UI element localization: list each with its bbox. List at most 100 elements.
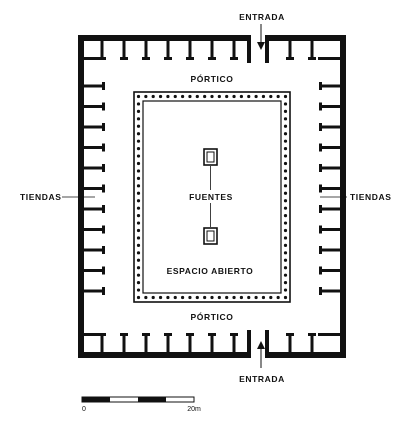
shop-partition-top — [166, 35, 170, 59]
shop-partition-top — [310, 35, 314, 59]
wall-top-right — [269, 35, 346, 41]
shop-partition-right-foot — [319, 123, 322, 131]
shop-partition-bottom — [232, 334, 236, 358]
entrance-top-arrow — [257, 24, 265, 50]
label-portico-bottom: PÓRTICO — [191, 311, 234, 322]
label-shops-left: TIENDAS — [20, 192, 62, 202]
column — [136, 273, 141, 277]
column — [144, 94, 148, 99]
column — [136, 199, 141, 203]
column — [136, 221, 141, 225]
jamb-bottom-left — [247, 330, 251, 358]
shop-partition-right-foot — [319, 246, 322, 254]
shop-partition-left-foot — [102, 123, 105, 131]
shop-partition-left — [78, 166, 104, 170]
column — [254, 295, 258, 300]
shop-partition-bottom-foot — [164, 333, 172, 336]
shop-partition-left — [78, 125, 104, 129]
shop-partition-left — [78, 269, 104, 272]
column — [225, 94, 229, 99]
column — [136, 184, 141, 188]
shop-partition-left-foot — [102, 246, 105, 254]
wall-right — [340, 35, 346, 358]
label-open-space: ESPACIO ABIERTO — [167, 266, 254, 276]
courtyard-outer-line — [133, 91, 291, 303]
column — [283, 139, 288, 143]
shop-partition-left — [78, 84, 104, 88]
shop-partition-right — [320, 125, 346, 129]
column — [136, 214, 141, 218]
column — [283, 221, 288, 225]
shop-partition-left — [78, 289, 104, 293]
shop-partition-right — [320, 84, 346, 88]
column — [158, 94, 163, 99]
column — [276, 295, 280, 300]
column — [283, 273, 288, 277]
shop-partition-bottom — [188, 334, 192, 358]
shop-partition-bottom — [310, 334, 314, 358]
shop-partition-left-foot — [102, 184, 105, 193]
column — [217, 295, 221, 300]
column — [283, 109, 288, 113]
wall-bottom-left — [78, 352, 247, 358]
column — [136, 191, 141, 195]
column — [283, 199, 288, 203]
scale-end-label: 20m — [187, 406, 201, 413]
shop-partition-bottom-foot — [230, 333, 238, 336]
column — [283, 94, 288, 99]
shop-partition-right-foot — [319, 266, 322, 275]
column — [210, 94, 214, 99]
wall-bottom-right — [269, 352, 346, 358]
column — [225, 295, 229, 300]
shop-partition-right — [320, 269, 346, 272]
column — [283, 281, 288, 285]
column — [158, 295, 163, 300]
shop-partition-bottom — [122, 334, 126, 358]
shop-partition-left — [78, 248, 104, 252]
column — [151, 295, 155, 300]
column — [283, 176, 288, 180]
column — [283, 251, 288, 255]
shop-partition-bottom — [144, 334, 148, 358]
column — [136, 161, 141, 166]
fountain-bottom — [203, 227, 218, 245]
column — [136, 139, 141, 143]
column — [283, 117, 288, 121]
column — [136, 169, 141, 173]
shop-partition-right-foot — [319, 225, 322, 234]
shop-partition-bottom-foot — [208, 333, 216, 336]
column — [254, 94, 258, 99]
shop-partition-bottom-foot — [308, 333, 316, 336]
column — [136, 124, 141, 128]
shop-partition-left-foot — [102, 225, 105, 234]
shop-partition-bottom — [288, 334, 292, 358]
column — [195, 295, 199, 300]
column — [136, 176, 141, 180]
shop-partition-left-foot — [102, 143, 105, 152]
shop-partition-right-foot — [319, 143, 322, 152]
shop-walls — [78, 35, 346, 358]
column — [136, 295, 141, 300]
shop-front-top-left — [78, 57, 104, 60]
shop-partition-left-foot — [102, 266, 105, 275]
column — [136, 154, 141, 158]
jamb-top-left — [247, 35, 251, 63]
column — [136, 94, 141, 99]
column — [261, 295, 266, 300]
shop-partition-top-foot — [186, 57, 194, 60]
column — [136, 117, 141, 121]
column — [136, 109, 141, 113]
shop-partition-right — [320, 228, 346, 231]
shop-partition-left-foot — [102, 82, 105, 90]
courtyard-inner-line — [142, 100, 282, 294]
column — [283, 161, 288, 166]
column — [136, 258, 141, 262]
column — [203, 94, 207, 99]
shop-partition-left — [78, 228, 104, 231]
column — [261, 94, 266, 99]
column — [136, 206, 141, 210]
column — [136, 251, 141, 255]
outer-wall — [78, 35, 346, 358]
shop-front-top-right — [318, 57, 346, 60]
